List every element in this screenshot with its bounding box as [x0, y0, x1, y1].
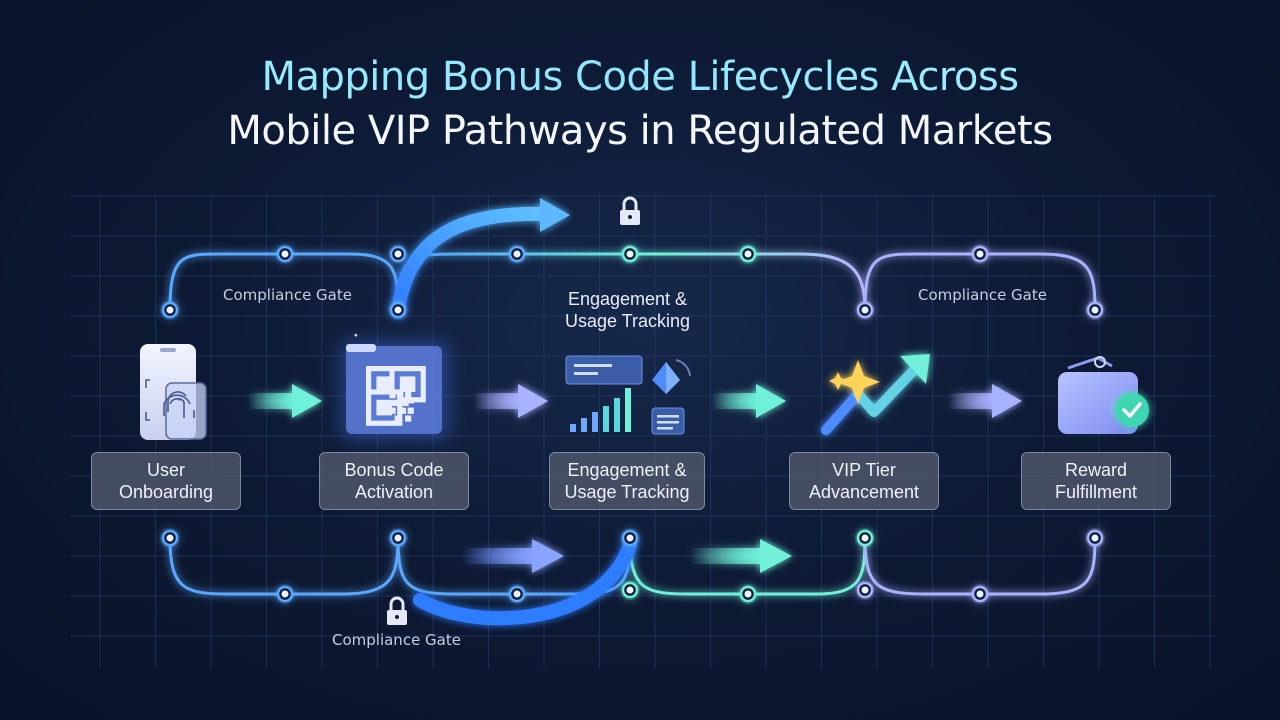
flow-arrow-1	[248, 384, 322, 418]
stage-label: Reward Fulfillment	[1054, 460, 1138, 502]
title-line-1: Mapping Bonus Code Lifecycles Across	[0, 54, 1280, 100]
lock-icon-bottom	[387, 596, 407, 625]
compliance-gate-label-left: Compliance Gate	[223, 286, 352, 304]
fingerprint-phone-icon	[140, 344, 207, 440]
stage-label: Bonus Code Activation	[344, 460, 444, 502]
wallet-check-icon	[1058, 356, 1149, 434]
analytics-dashboard-icon	[565, 355, 691, 435]
stage-box-bonus-code-activation[interactable]: Bonus Code Activation	[319, 452, 469, 510]
flow-arrow-2	[474, 384, 548, 418]
stage-box-engagement-tracking[interactable]: Engagement & Usage Tracking	[549, 452, 705, 510]
title-line-2: Mobile VIP Pathways in Regulated Markets	[227, 108, 1053, 154]
stage-box-user-onboarding[interactable]: User Onboarding	[91, 452, 241, 510]
track-nodes	[160, 244, 1105, 604]
top-curved-arrow	[391, 198, 570, 317]
compliance-gate-label-right: Compliance Gate	[918, 286, 1047, 304]
flow-arrow-3	[712, 384, 786, 418]
lock-icon-top	[620, 196, 640, 225]
bottom-curved-arrow	[413, 538, 637, 626]
bottom-flow-arrow-2	[690, 539, 792, 573]
trending-arrow-star-icon	[821, 354, 930, 435]
svg-text:⬩: ⬩	[354, 330, 358, 341]
stage-box-reward-fulfillment[interactable]: Reward Fulfillment	[1021, 452, 1171, 510]
stage-label: Engagement & Usage Tracking	[564, 460, 690, 502]
stage-label: VIP Tier Advancement	[808, 460, 920, 502]
flow-arrow-4	[948, 384, 1022, 418]
qr-code-icon: ⬩	[340, 330, 450, 440]
stage-box-vip-tier-advancement[interactable]: VIP Tier Advancement	[789, 452, 939, 510]
background-grid	[70, 195, 1215, 668]
bottom-flow-arrow-1	[462, 539, 564, 573]
stage-label: User Onboarding	[118, 460, 214, 502]
compliance-gate-label-bottom: Compliance Gate	[332, 631, 461, 649]
top-track-label: Engagement & Usage Tracking	[564, 289, 691, 331]
